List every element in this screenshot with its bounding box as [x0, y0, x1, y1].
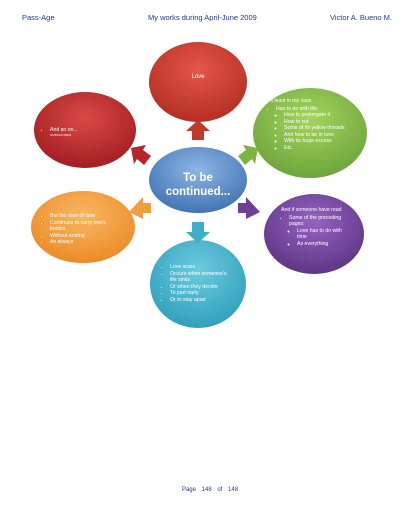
arrow-lower-left-icon	[129, 197, 151, 219]
header-left: Pass-Age	[22, 13, 55, 22]
oval-bottom-left	[29, 189, 137, 265]
list-item: Love scars	[170, 264, 234, 271]
list-item: But the river of time	[50, 213, 122, 220]
list-item: As everything	[297, 241, 351, 248]
bottom-right-oval-text: And if someone have read Some of the pre…	[281, 207, 351, 247]
list-item: With its huge excess	[284, 138, 356, 145]
page-footer: Page 148 of 148	[0, 487, 420, 493]
center-line-2: continued...	[165, 185, 231, 198]
footer-page-number: 148	[201, 487, 212, 493]
list-item: To part early	[170, 290, 234, 297]
footer-total-pages: 148	[228, 487, 239, 493]
footer-page-label: Page	[181, 487, 196, 493]
bottom-right-heading: And if someone have read	[281, 207, 342, 213]
top-left-oval-text: And so on... SUBSCRIBER	[42, 127, 122, 137]
list-item: Continues to carry one's bodies	[50, 220, 122, 233]
center-title: To be continued...	[156, 172, 240, 200]
bottom-left-oval-text: But the river of time Continues to carry…	[42, 213, 122, 246]
list-item: Some of the preceding pages:	[289, 215, 351, 228]
header-right: Victor A. Bueno M.	[330, 13, 392, 22]
list-item: Or to stay apart	[170, 297, 234, 304]
list-item: Etc.	[284, 145, 356, 152]
list-item: How to cut	[284, 119, 356, 126]
oval-center	[147, 145, 249, 215]
arrow-up-icon	[186, 120, 210, 140]
arrow-upper-right-icon	[238, 145, 258, 165]
arrow-lower-right-icon	[238, 197, 260, 219]
list-item: Or when they decide	[170, 284, 234, 291]
oval-top-left	[32, 90, 138, 170]
top-right-heading: At least in my case	[268, 98, 312, 104]
arrow-down-icon	[186, 222, 210, 243]
oval-top-right	[251, 86, 369, 180]
oval-bottom-right	[262, 192, 366, 276]
list-item: Occurs when someone's life sinks	[170, 271, 234, 284]
top-title: Love	[191, 74, 205, 80]
header-center: My works during April-June 2009	[148, 13, 257, 22]
list-item: Some of its yellow threads	[284, 125, 356, 132]
list-item: Without ending	[50, 233, 122, 240]
list-item: And how to be in tune	[284, 132, 356, 139]
arrow-upper-left-icon	[131, 145, 151, 165]
list-item: And so on...	[50, 127, 122, 134]
bottom-oval-text: Love scars Occurs when someone's life si…	[162, 264, 234, 303]
top-oval-text: Love	[168, 74, 228, 82]
oval-top	[147, 40, 249, 124]
list-item: Has to do with life:	[276, 106, 356, 113]
list-item: How to prolongate it	[284, 112, 356, 119]
top-right-oval-text: At least in my case Has to do with life:…	[268, 98, 356, 151]
top-left-note: SUBSCRIBER	[50, 132, 72, 137]
center-line-1: To be	[183, 172, 213, 184]
list-item: As always	[50, 239, 122, 246]
footer-of-label: of	[217, 487, 223, 493]
list-item: Love has to do with time	[297, 228, 351, 241]
